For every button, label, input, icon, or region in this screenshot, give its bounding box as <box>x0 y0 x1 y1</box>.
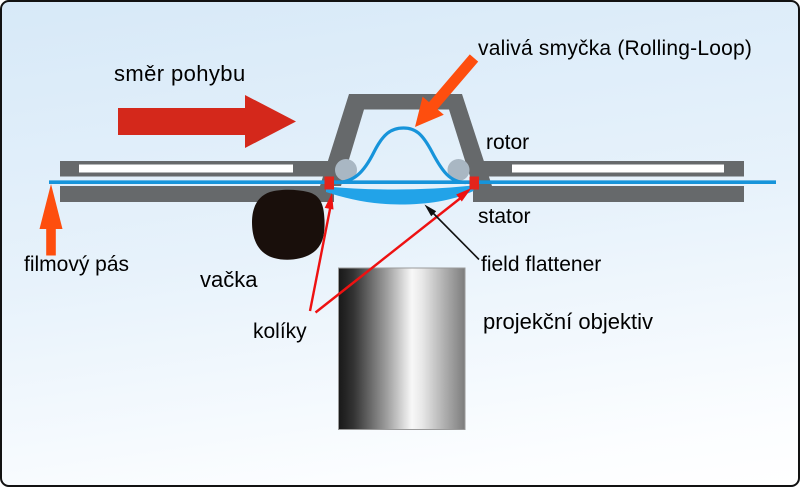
label-rolling-loop: valivá smyčka (Rolling-Loop) <box>478 37 753 60</box>
film-strip-arrow <box>39 184 63 256</box>
top-rail-right-slot <box>512 164 724 173</box>
label-pins: kolíky <box>253 320 307 343</box>
label-projection-lens: projekční objektiv <box>483 309 653 334</box>
rolling-loop-curve <box>335 126 467 185</box>
label-cam: vačka <box>200 267 258 292</box>
label-direction-of-motion: směr pohybu <box>114 61 246 86</box>
rolling-loop-arrow <box>415 54 479 127</box>
cam-shape <box>252 189 325 260</box>
pin-left <box>324 176 334 190</box>
pins-pointer-arrows <box>308 188 472 314</box>
label-film-strip: filmový pás <box>24 253 130 276</box>
direction-arrow <box>118 95 296 148</box>
label-stator: stator <box>478 205 531 228</box>
field-flattener-lens <box>326 185 474 205</box>
pin-right <box>469 176 479 190</box>
projection-lens-cylinder <box>338 267 466 430</box>
label-field-flattener: field flattener <box>481 253 602 276</box>
roller-left <box>335 159 357 181</box>
top-rail-left-slot <box>79 164 293 173</box>
roller-right <box>447 159 470 181</box>
field-flattener-pointer <box>424 204 480 261</box>
label-rotor: rotor <box>486 131 530 154</box>
stator-bar-right <box>473 186 744 202</box>
